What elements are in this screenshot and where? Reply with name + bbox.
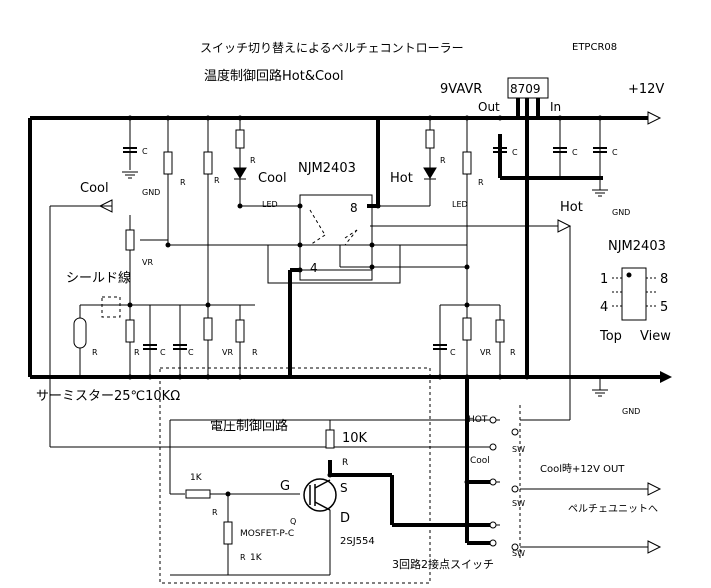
vr-label-2: VR — [480, 348, 491, 357]
c-label-4: C — [612, 148, 618, 157]
pin8-label: 8 — [350, 201, 358, 215]
dashed-outlines — [101, 209, 521, 584]
vr-label-1: VR — [222, 348, 233, 357]
regulator-label: 9VAVR — [440, 82, 482, 97]
gnd-label-top: GND — [142, 188, 160, 197]
c-label-5: C — [160, 348, 166, 357]
pinout-pin4: 4 — [600, 300, 608, 315]
drawing-code: ETPCR08 — [572, 42, 617, 53]
q-label: Q — [290, 517, 296, 526]
c-label-6: C — [188, 348, 194, 357]
thin-wiring — [49, 118, 648, 576]
switch-label: 3回路2接点スイッチ — [392, 558, 494, 571]
regulator-part: 8709 — [510, 82, 541, 96]
gnd-label-bottom: GND — [622, 407, 640, 416]
r-label-8: R — [212, 508, 218, 517]
r-led-right: R — [440, 156, 446, 165]
r-label-9: R — [240, 553, 246, 562]
hot-caps-label: HOT — [468, 415, 488, 425]
r-label-5: R — [134, 348, 140, 357]
pinout-pin5: 5 — [660, 300, 668, 315]
pinout-pin1: 1 — [600, 272, 608, 287]
r-led-left: R — [250, 156, 256, 165]
title-line2: 温度制御回路Hot&Cool — [204, 68, 344, 84]
pinout-title: NJM2403 — [608, 239, 666, 254]
c-label-2: C — [512, 148, 518, 157]
in-label: In — [550, 100, 561, 114]
ic-label: NJM2403 — [298, 161, 356, 176]
njm2403-pinout — [612, 267, 656, 321]
title-line1: スイッチ切り替えによるペルチェコントローラー — [200, 41, 464, 55]
vr-label-top: VR — [142, 258, 153, 267]
pin4-label: 4 — [310, 261, 318, 275]
sw-label-2: SW — [512, 499, 525, 508]
thermistor-symbol — [73, 317, 87, 349]
pinout-view: View — [640, 329, 671, 344]
c-label-3: C — [572, 148, 578, 157]
r10k-label: 10K — [342, 431, 368, 446]
main-rails — [28, 97, 660, 545]
led-label-right: LED — [452, 200, 468, 209]
r-label-3: R — [478, 178, 484, 187]
cool-led-label: Cool — [258, 171, 287, 186]
shield-label: シールド線 — [66, 270, 131, 286]
peltier-label: ペルチェユニットへ — [568, 503, 658, 515]
mosfet-label: MOSFET-P-C — [240, 529, 294, 539]
pinout-top: Top — [599, 329, 622, 344]
sw-label-1: SW — [512, 445, 525, 454]
leds — [233, 167, 437, 180]
source-label: S — [340, 481, 348, 495]
switch-contacts — [489, 416, 519, 551]
c-label-7: C — [450, 348, 456, 357]
hot-out-label: Hot — [560, 200, 583, 215]
cool-switch-label: Cool — [470, 456, 490, 466]
r1k-label-bottom: 1K — [250, 553, 263, 563]
c-label-1: C — [142, 147, 148, 156]
part-label: 2SJ554 — [340, 536, 375, 547]
drain-label: D — [340, 511, 350, 526]
ground-symbols — [122, 171, 608, 397]
pinout-pin8: 8 — [660, 272, 668, 287]
r-label-6: R — [252, 348, 258, 357]
out-label: Out — [478, 100, 500, 114]
r-label-mos: R — [342, 458, 348, 468]
r1k-label-top: 1K — [190, 473, 203, 483]
gate-label: G — [280, 479, 290, 494]
thermistor-label: サーミスター25℃10KΩ — [36, 389, 180, 404]
supply-label: +12V — [628, 82, 664, 97]
junction-dots — [127, 115, 603, 497]
r-label-7: R — [510, 348, 516, 357]
r-label-4: R — [92, 348, 98, 357]
led-label-left: LED — [262, 200, 278, 209]
cool-out-text: Cool時+12V OUT — [540, 463, 625, 475]
r-label-1: R — [180, 178, 186, 187]
voltage-block-label: 電圧制御回路 — [210, 418, 288, 434]
capacitors — [123, 147, 607, 350]
sw-label-3: SW — [512, 549, 525, 558]
hot-led-label: Hot — [390, 171, 413, 186]
regulator-box — [507, 77, 549, 99]
resistors — [125, 129, 505, 545]
r-label-2: R — [214, 176, 220, 185]
gnd-label-right: GND — [612, 208, 630, 217]
cool-out-label: Cool — [80, 181, 109, 196]
mosfet-symbol — [303, 478, 337, 512]
